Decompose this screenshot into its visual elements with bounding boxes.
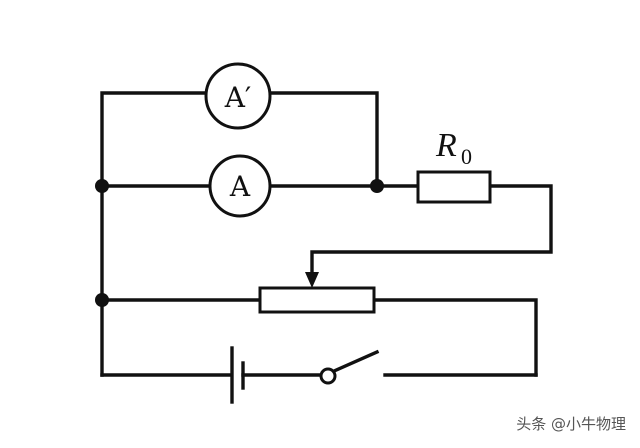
- junction-right-middle: [370, 179, 384, 193]
- switch-pivot: [319, 367, 337, 385]
- rheostat-branch: [100, 184, 538, 377]
- wire-rheostat-right: [372, 298, 538, 377]
- junction-left-rheostat: [95, 293, 109, 307]
- resistor-r0: R 0: [416, 127, 492, 204]
- ammeter-ring: [208, 154, 272, 218]
- resistor-r0-symbol: R: [435, 127, 457, 164]
- resistor-r0-body: [416, 170, 492, 204]
- wire-top-right: [268, 91, 379, 188]
- ammeter-prime: A′: [204, 62, 272, 130]
- ammeter: A: [208, 154, 272, 218]
- rheostat-body: [258, 286, 376, 314]
- wire-top-left: [100, 91, 208, 188]
- ammeter-label: A: [229, 170, 251, 203]
- junction-left-middle: [95, 179, 109, 193]
- resistor-r0-subscript: 0: [461, 144, 472, 169]
- ammeter-prime-label: A′: [224, 81, 252, 114]
- rheostat: [258, 286, 376, 314]
- battery-switch-branch: [100, 346, 538, 404]
- wire-r0-to-slider: [310, 184, 553, 276]
- ammeter-prime-ring: [204, 62, 272, 130]
- ammeter-prime-branch: [100, 91, 379, 188]
- switch-blade: [331, 349, 380, 374]
- ammeter-branch: [100, 184, 553, 288]
- slider-arrowhead: [305, 272, 319, 288]
- watermark: 头条 @小牛物理: [516, 415, 626, 433]
